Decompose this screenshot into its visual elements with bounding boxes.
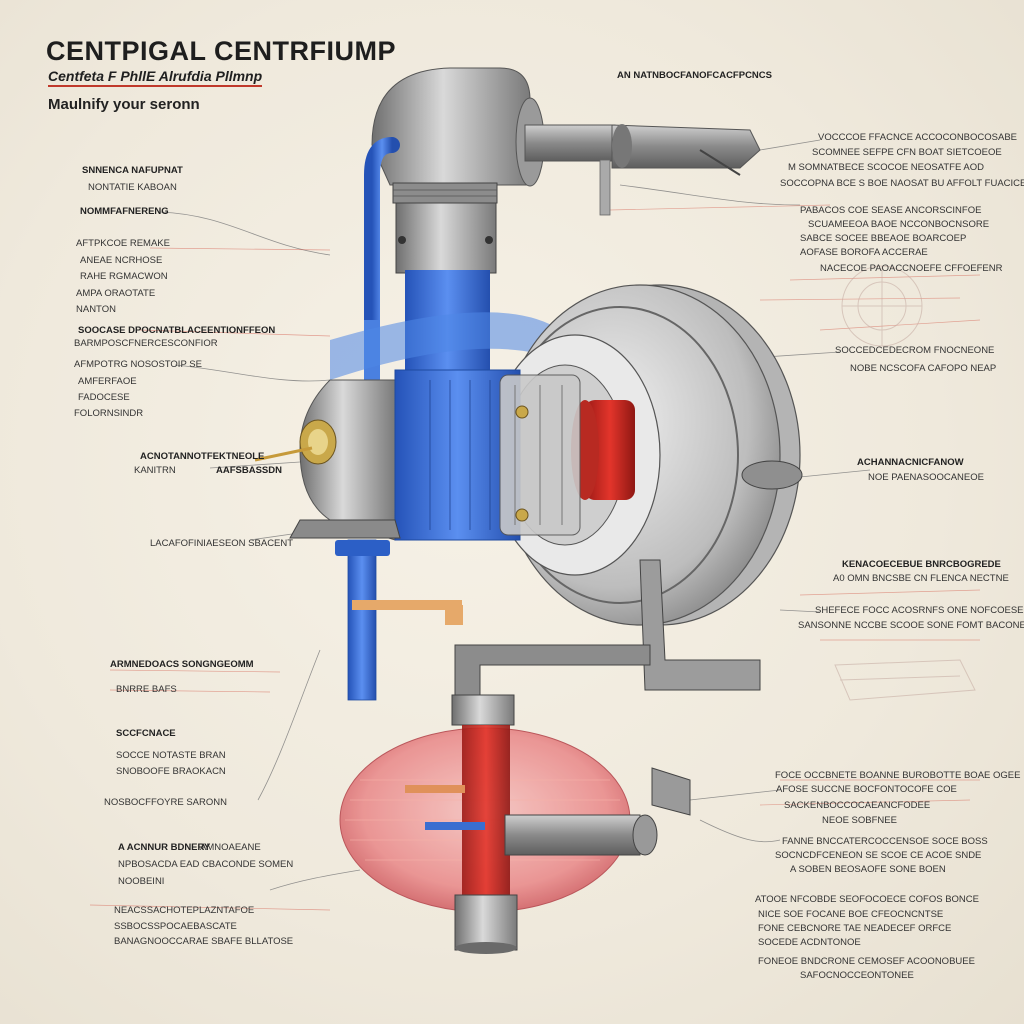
label-right-6: SCUAMEEOA BAOE NCCONBOCNSORE [808,219,990,230]
label-right-2: SCOMNEE SEFPE CFN BOAT SIETCOEOE [812,147,1002,158]
label-right-26: NICE SOE FOCANE BOE CFEOCNCNTSE [758,909,944,920]
label-right-13: NOE PAENASOOCANEOE [868,472,984,483]
label-right-19: AFOSE SUCCNE BOCFONTOCOFE COE [776,784,957,795]
diagram-tagline: Maulnify your seronn [48,96,200,113]
label-right-29: FONEOE BNDCRONE CEMOSEF ACOONOBUEE [758,956,975,967]
label-right-24: A SOBEN BEOSAOFE SONE BOEN [790,864,946,875]
label-left-5: ANEAE NCRHOSE [80,255,163,266]
label-right-11: NOBE NCSCOFA CAFOPO NEAP [850,363,997,374]
label-left-30: SSBOCSSPOCAEBASCATE [114,921,237,932]
label-left-1: SNNENCA NAFUPNAT [82,165,183,176]
label-right-21: NEOE SOBFNEE [822,815,897,826]
label-right-23: SOCNCDFCENEON SE SCOE CE ACOE SNDE [775,850,982,861]
label-left-14: FOLORNSINDR [74,408,144,419]
label-left-17: AAFSBASSDN [216,465,282,476]
label-left-16: KANITRN [134,465,176,476]
label-left-19: ARMNEDOACS SONGNGEOMM [110,659,254,670]
label-left-15: ACNOTANNOTFEKTNEOLE [140,451,265,462]
label-left-24: NOSBOCFFOYRE SARONN [104,797,227,808]
label-right-25: ATOOE NFCOBDE SEOFOCOECE COFOS BONCE [755,894,979,905]
label-right-7: SABCE SOCEE BBEAOE BOARCOEP [800,233,967,244]
label-left-13: FADOCESE [78,392,130,403]
label-right-12: ACHANNACNICFANOW [857,457,964,468]
label-left-3: NOMMFAFNERENG [80,206,169,217]
label-left-27: NPBOSACDA EAD CBACONDE SOMEN [118,859,294,870]
label-left-11: AFMPOTRG NOSOSTOIP SE [74,359,202,370]
label-left-10: BARMPOSCFNERCESCONFIOR [74,338,218,349]
label-left-12: AMFERFAOE [78,376,137,387]
label-right-17: SANSONNE NCCBE SCOOE SONE FOMT BACONE [798,620,1024,631]
label-left-2: NONTATIE KABOAN [88,182,177,193]
label-right-8: AOFASE BOROFA ACCERAE [800,247,928,258]
label-right-9: NACECOE PAOACCNOEFE CFFOEFENR [820,263,1003,274]
label-right-14: KENACOECEBUE BNRCBOGREDE [842,559,1001,570]
label-right-3: M SOMNATBECE SCOCOE NEOSATFE AOD [788,162,985,173]
label-right-10: SOCCEDCEDECROM FNOCNEONE [835,345,995,356]
label-right-20: SACKENBOCCOCAEANCFODEE [784,800,931,811]
label-left-7: AMPA ORAOTATE [76,288,156,299]
label-right-16: SHEFECE FOCC ACOSRNFS ONE NOFCOESE [815,605,1024,616]
label-left-6: RAHE RGMACWON [80,271,168,282]
label-left-18: LACAFOFINIAESEON SBACENT [150,538,294,549]
label-right-15: A0 OMN BNCSBE CN FLENCA NECTNE [833,573,1009,584]
label-left-20: BNRRE BAFS [116,684,177,695]
label-left-26: AMNOAEANE [200,842,261,853]
label-left-21: SCCFCNACE [116,728,176,739]
label-right-30: SAFOCNOCCEONTONEE [800,970,914,981]
label-left-8: NANTON [76,304,116,315]
label-right-5: PABACOS COE SEASE ANCORSCINFOE [800,205,982,216]
label-right-0: AN NATNBOCFANOFCACFPCNCS [617,70,772,81]
label-left-9: SOOCASE DPOCNATBLACEENTIONFFEON [78,325,276,336]
diagram-title: CENTPIGAL CENTRFIUMP [46,36,397,66]
label-right-27: FONE CEBCNORE TAE NEADECEF ORFCE [758,923,952,934]
label-left-31: BANAGNOOCCARAE SBAFE BLLATOSE [114,936,294,947]
label-left-25: A ACNNUR BDNERY [118,842,211,853]
label-right-4: SOCCOPNA BCE S BOE NAOSAT BU AFFOLT FUAC… [780,178,1024,189]
label-left-23: SNOBOOFE BRAOKACN [116,766,226,777]
label-left-22: SOCCE NOTASTE BRAN [116,750,226,761]
label-right-18: FOCE OCCBNETE BOANNE BUROBOTTE BOAE OGEE [775,770,1021,781]
label-left-29: NEACSSACHOTEPLAZNTAFOE [114,905,255,916]
label-right-1: VOCCCOE FFACNCE ACCOCONBOCOSABE [818,132,1018,143]
label-right-22: FANNE BNCCATERCOCCENSOE SOCE BOSS [782,836,988,847]
label-right-28: SOCEDE ACDNTONOE [758,937,861,948]
label-left-4: AFTPKCOE REMAKE [76,238,170,249]
label-left-28: NOOBEINI [118,876,165,887]
diagram-subtitle: Centfeta F PhllE Alrufdia Pllmnp [48,68,263,87]
